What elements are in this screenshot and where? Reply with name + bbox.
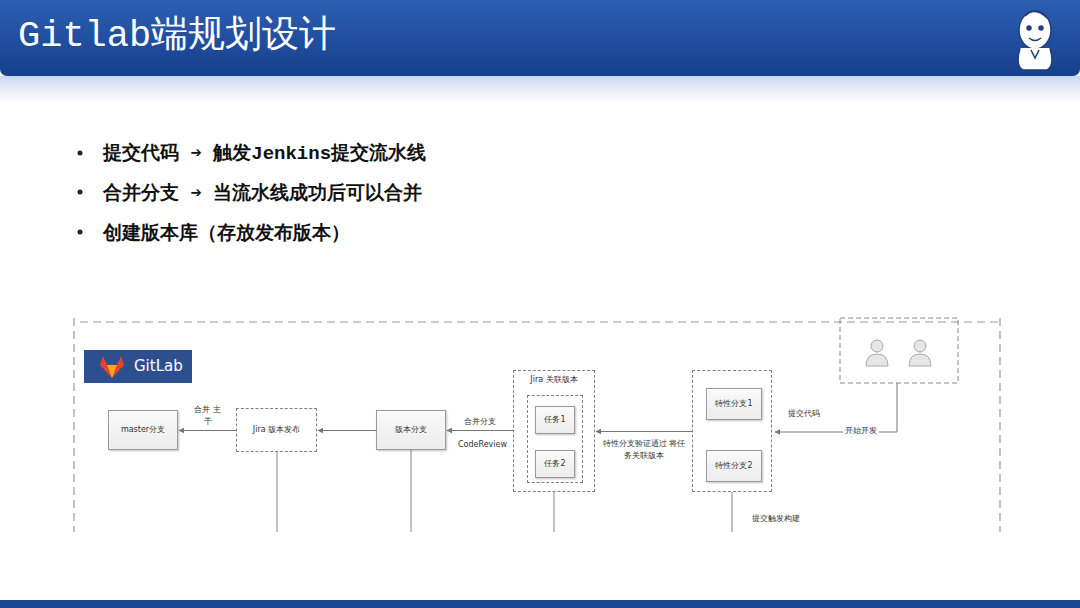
branch-box: 版本分支	[376, 410, 446, 450]
bullet-text: 提交代码 ➔ 触发Jenkins提交流水线	[103, 140, 426, 166]
flow-arrow	[447, 430, 513, 431]
edge-label: 合并 主干	[194, 404, 222, 428]
flow-arrow	[318, 430, 376, 431]
logo-text: GitLab	[134, 356, 183, 376]
node-label: 特性分支1	[715, 399, 752, 409]
flow-arrow	[596, 431, 692, 432]
group-heading: Jira 关联版本	[514, 375, 594, 385]
edge-note: 开始开发	[843, 425, 879, 437]
node-label: 特性分支2	[715, 461, 752, 471]
feature-group: 特性分支1 特性分支2	[692, 370, 772, 492]
task-box: 任务1	[535, 406, 575, 434]
flow-arrow	[179, 430, 236, 431]
node-label: 任务2	[544, 459, 565, 469]
edge-note: 提交触发构建	[752, 513, 800, 525]
edge-note: 提交代码	[788, 408, 820, 420]
node-label: master分支	[121, 425, 165, 435]
bullet-text: 合并分支 ➔ 当流水线成功后可以合并	[103, 180, 422, 206]
branch-box: 特性分支2	[706, 450, 762, 482]
node-label: 版本分支	[395, 425, 427, 435]
branch-box: 特性分支1	[706, 388, 762, 420]
node-label: Jira 版本发布	[253, 425, 300, 435]
edge-note: CodeReview	[458, 439, 507, 451]
edge-label: 特性分支验证通过 将任务关联版本	[601, 438, 687, 462]
release-box: Jira 版本发布	[236, 408, 317, 452]
version-group: Jira 关联版本任务1 任务2	[513, 370, 595, 492]
slide-title: Gitlab端规划设计	[18, 12, 336, 60]
branch-box: master分支	[108, 410, 178, 450]
task-box: 任务2	[535, 450, 575, 478]
node-label: 任务1	[544, 415, 565, 425]
bullet-text: 创建版本库（存放发布版本）	[103, 220, 350, 246]
edge-label: 合并分支	[458, 416, 502, 428]
